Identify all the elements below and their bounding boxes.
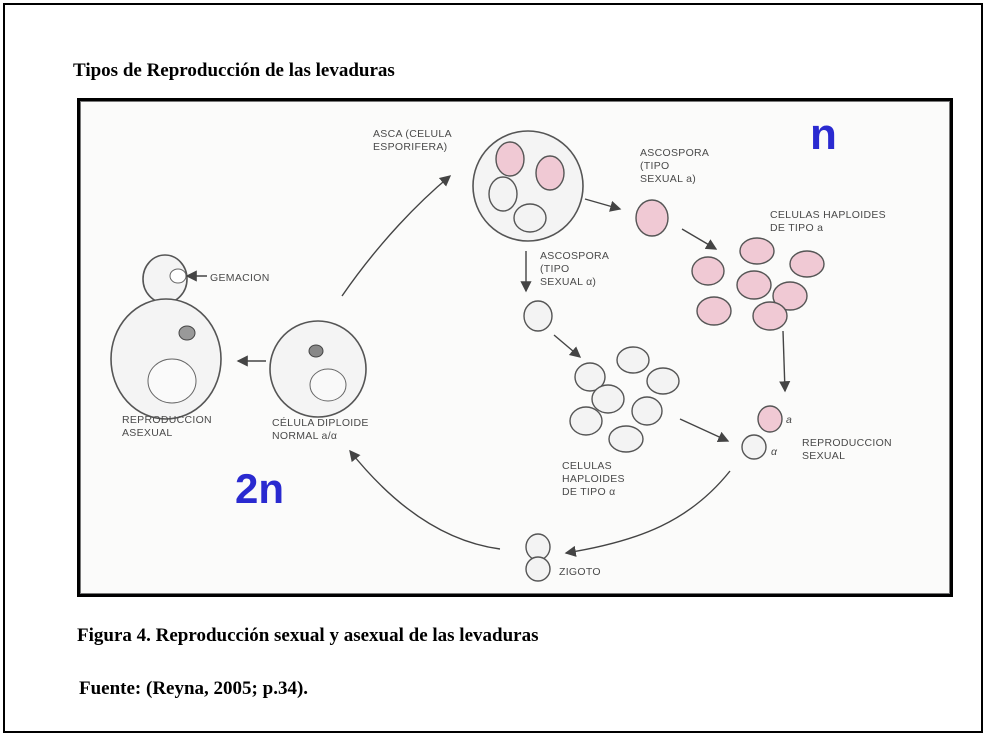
- budding-cell: [111, 255, 221, 419]
- sexual-label-1: REPRODUCCION: [802, 437, 892, 449]
- arrow-diploid-to-asca: [342, 176, 450, 296]
- mating-type-a: a: [786, 414, 792, 426]
- ploidy-n-label: n: [810, 110, 837, 159]
- ascospora-a-cell: [636, 200, 668, 236]
- zigoto-label: ZIGOTO: [559, 566, 601, 578]
- haploid-alpha-label-2: HAPLOIDES: [562, 473, 625, 485]
- arrow-zygote-to-diploid: [350, 451, 500, 549]
- figure-caption: Figura 4. Reproducción sexual y asexual …: [77, 625, 538, 647]
- mating-cell-alpha: [742, 435, 766, 459]
- ascospora-alpha-label-2: (TIPO: [540, 263, 570, 275]
- haploid-a-cells: [692, 238, 824, 330]
- haploid-a-label-2: DE TIPO a: [770, 222, 823, 234]
- ascospora-a-label-1: ASCOSPORA: [640, 147, 709, 159]
- figure-yeast-cycle: n 2n ASCA (CELULA ESPORIFERA) ASCOSPORA …: [77, 98, 953, 597]
- diploid-label-2: NORMAL a/α: [272, 430, 337, 442]
- haploid-a-label-1: CELULAS HAPLOIDES: [770, 209, 886, 221]
- yeast-life-cycle-diagram: n 2n ASCA (CELULA ESPORIFERA) ASCOSPORA …: [80, 101, 950, 594]
- asca-cell: [473, 131, 583, 241]
- zygote-cell: [526, 534, 550, 581]
- haploid-alpha-label-3: DE TIPO α: [562, 486, 616, 498]
- mating-type-alpha: α: [771, 446, 778, 458]
- arrow-ascospora-alpha-to-haploid-alpha: [554, 335, 580, 357]
- asexual-label-1: REPRODUCCION: [122, 414, 212, 426]
- heading: Tipos de Reproducción de las levaduras: [73, 60, 395, 82]
- arrow-haploid-alpha-to-mating: [680, 419, 728, 441]
- haploid-alpha-label-1: CELULAS: [562, 460, 612, 472]
- ascospora-alpha-label-3: SEXUAL α): [540, 276, 596, 288]
- ascospora-a-label-3: SEXUAL a): [640, 173, 696, 185]
- arrow-asca-to-ascospora-a: [585, 199, 620, 209]
- ploidy-2n-label: 2n: [235, 465, 284, 512]
- sexual-label-2: SEXUAL: [802, 450, 845, 462]
- asexual-label-2: ASEXUAL: [122, 427, 173, 439]
- ascospora-alpha-label-1: ASCOSPORA: [540, 250, 609, 262]
- arrow-ascospora-a-to-haploid-a: [682, 229, 716, 249]
- diploid-label-1: CÉLULA DIPLOIDE: [272, 416, 369, 429]
- asca-label-1: ASCA (CELULA: [373, 128, 452, 140]
- figure-source: Fuente: (Reyna, 2005; p.34).: [79, 678, 308, 700]
- ascospora-a-label-2: (TIPO: [640, 160, 670, 172]
- gemacion-label: GEMACION: [210, 272, 270, 284]
- arrow-haploid-a-to-mating: [783, 331, 785, 391]
- diploid-cell: [270, 321, 366, 417]
- asca-label-2: ESPORIFERA): [373, 141, 447, 153]
- mating-cell-a: [758, 406, 782, 432]
- haploid-alpha-cells: [570, 347, 679, 452]
- ascospora-alpha-cell: [524, 301, 552, 331]
